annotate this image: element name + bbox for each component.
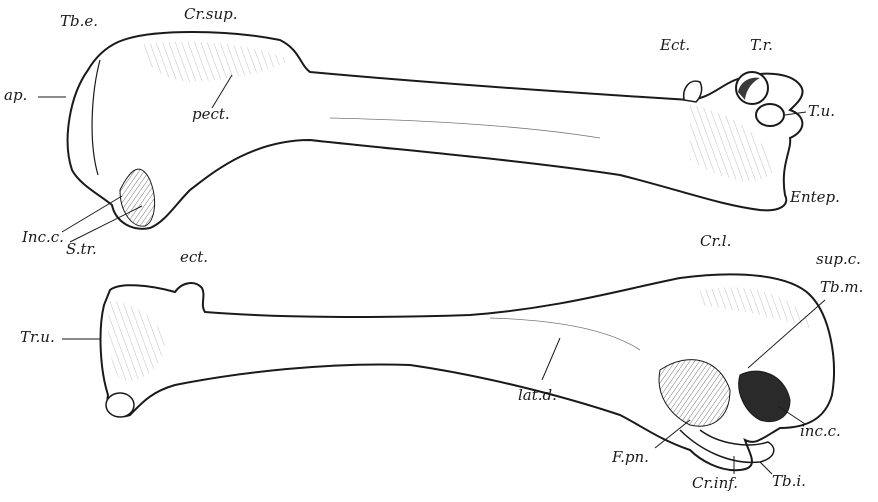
ulnar-condyle xyxy=(756,104,784,126)
leader-tb-i xyxy=(760,462,772,474)
lower-humerus xyxy=(101,274,834,470)
label-s-tr: S.tr. xyxy=(66,242,97,257)
distal-knob xyxy=(106,393,134,417)
label-ect-lower: ect. xyxy=(180,250,208,265)
ectepicondyle xyxy=(684,81,702,102)
label-t-r: T.r. xyxy=(750,38,773,53)
label-sup-c: sup.c. xyxy=(816,252,861,267)
label-lat-d: lat.d. xyxy=(518,388,557,403)
label-tr-u: Tr.u. xyxy=(20,330,55,345)
label-ap: ap. xyxy=(4,88,27,103)
label-tb-i: Tb.i. xyxy=(772,474,806,489)
label-ect-upper: Ect. xyxy=(660,38,690,53)
label-cr-sup: Cr.sup. xyxy=(184,7,238,22)
label-cr-l: Cr.l. xyxy=(700,234,731,249)
label-f-pn: F.pn. xyxy=(612,450,649,465)
label-inc-c-upper: Inc.c. xyxy=(22,230,64,245)
label-inc-c-lower: inc.c. xyxy=(800,424,841,439)
label-t-u: T.u. xyxy=(808,104,835,119)
leader-inc-c xyxy=(62,196,122,232)
label-entep: Entep. xyxy=(790,190,840,205)
label-tb-e: Tb.e. xyxy=(60,14,98,29)
label-tb-m: Tb.m. xyxy=(820,280,863,295)
upper-humerus xyxy=(68,32,803,229)
label-cr-inf: Cr.inf. xyxy=(692,476,738,491)
label-pect: pect. xyxy=(192,107,230,122)
